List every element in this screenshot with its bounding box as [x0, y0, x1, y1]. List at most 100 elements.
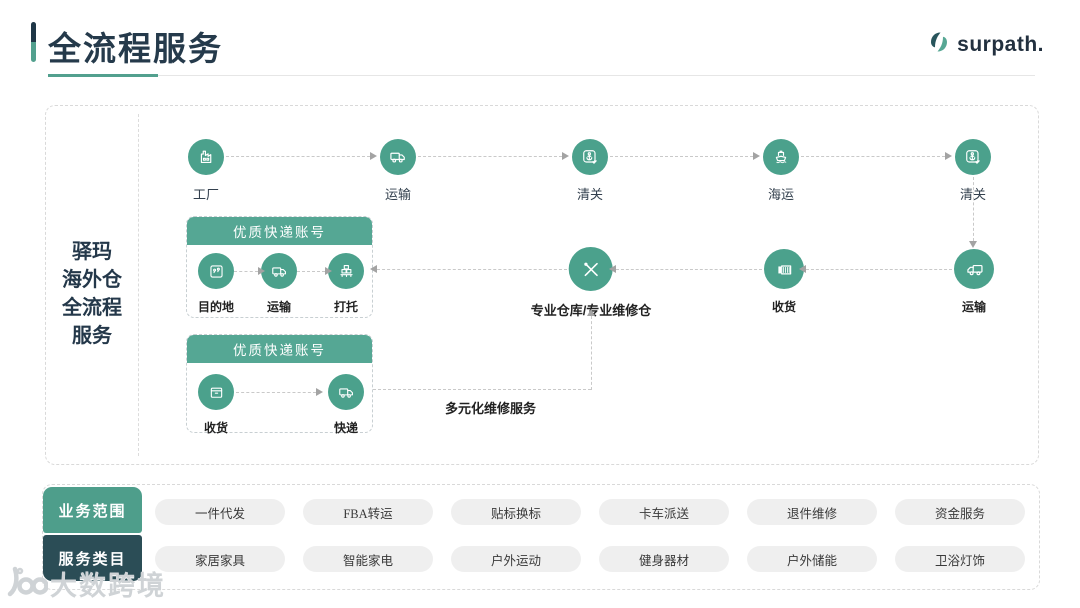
flow-node-transport-1: 运输 [380, 139, 416, 203]
flow-node-transport-2: 运输 [954, 249, 994, 315]
arrow-line [418, 156, 562, 157]
arrowhead-right-icon [325, 267, 332, 275]
arrowhead-left-icon [609, 265, 616, 273]
surpath-logo-icon [927, 30, 951, 59]
parcel-icon [198, 374, 234, 410]
arrow-line [377, 269, 567, 270]
label-line: 服务 [72, 325, 112, 347]
dashu-watermark: 大数跨境 [4, 564, 166, 603]
service-pill: 智能家电 [303, 546, 433, 572]
flow-node-receive-parcel: 收货 [198, 374, 234, 436]
label-line: 驿玛 [72, 241, 112, 263]
arrow-line [973, 177, 974, 241]
service-pill: 卫浴灯饰 [895, 546, 1025, 572]
label-line: 全流程 [62, 297, 122, 319]
pallet-icon [328, 253, 364, 289]
premium-express-header: 优质快递账号 [187, 217, 372, 245]
destination-map-icon [197, 253, 234, 289]
flow-node-factory: 工厂 [188, 139, 224, 203]
arrowhead-left-icon [799, 265, 806, 273]
service-pill: 一件代发 [155, 499, 285, 525]
premium-express-header: 优质快递账号 [187, 335, 372, 363]
arrowhead-right-icon [562, 152, 569, 160]
surpath-logo: surpath. [927, 30, 1044, 59]
panel-divider [138, 114, 139, 456]
flow-node-label: 快递 [333, 421, 358, 435]
flow-node-label: 海运 [767, 187, 794, 202]
arrowhead-right-icon [945, 152, 952, 160]
flow-node-customs-1: 清关 [572, 139, 608, 203]
ship-icon [763, 139, 799, 175]
flow-node-destination: 目的地 [197, 253, 235, 315]
service-pill: 户外储能 [747, 546, 877, 572]
arrow-line [616, 269, 762, 270]
business-scope-row: 一件代发 FBA转运 贴标换标 卡车派送 退件维修 资金服务 [155, 499, 1025, 525]
arrow-line [234, 271, 258, 272]
truck-icon [380, 139, 416, 175]
arrow-line [801, 156, 945, 157]
service-pill: 家居家具 [155, 546, 285, 572]
flow-node-label: 运输 [384, 187, 411, 202]
services-panel: 业务范围 服务类目 一件代发 FBA转运 贴标换标 卡车派送 退件维修 资金服务… [42, 484, 1040, 590]
factory-icon [188, 139, 224, 175]
overseas-warehouse-label: 驿玛 海外仓 全流程 服务 [46, 238, 138, 350]
title-accent-bar [31, 22, 36, 62]
service-pill: 户外运动 [451, 546, 581, 572]
title-underline-accent [48, 74, 158, 77]
label-line: 海外仓 [62, 269, 122, 291]
premium-express-box-1: 优质快递账号 目的地 [186, 216, 373, 318]
business-scope-block: 业务范围 [43, 487, 142, 533]
service-category-block: 服务类目 [43, 535, 142, 581]
flow-node-sea-freight: 海运 [763, 139, 799, 203]
flow-node-label: 工厂 [192, 187, 219, 202]
arrowhead-right-icon [753, 152, 760, 160]
page-title: 全流程服务 [48, 32, 223, 68]
arrowhead-right-icon [370, 152, 377, 160]
truck-icon [261, 253, 297, 289]
flow-node-label: 收货 [771, 300, 796, 314]
arrow-line [806, 269, 952, 270]
arrowhead-up-icon [587, 309, 595, 316]
service-pill: 健身器材 [599, 546, 729, 572]
flow-node-label: 打托 [333, 300, 358, 314]
flow-node-express: 快递 [328, 374, 364, 436]
service-pill: 退件维修 [747, 499, 877, 525]
arrowhead-right-icon [316, 388, 323, 396]
flow-node-box-transport: 运输 [261, 253, 297, 315]
flow-node-customs-2: 清关 [955, 139, 991, 203]
flow-node-label: 清关 [576, 187, 603, 202]
arrowhead-right-icon [258, 267, 265, 275]
arrow-line [373, 389, 591, 390]
surpath-logo-text: surpath. [957, 32, 1044, 56]
container-icon [764, 249, 804, 289]
arrow-line [610, 156, 753, 157]
arrow-line [236, 392, 316, 393]
flow-node-palletize: 打托 [328, 253, 364, 315]
service-pill: FBA转运 [303, 499, 433, 525]
diversified-repair-label: 多元化维修服务 [444, 401, 536, 416]
flow-node-label: 运输 [266, 300, 291, 314]
title-underline [158, 75, 1035, 76]
arrowhead-left-icon [370, 265, 377, 273]
arrow-line [226, 156, 370, 157]
service-pill: 贴标换标 [451, 499, 581, 525]
crossed-tools-icon [569, 247, 613, 291]
flow-node-label: 清关 [959, 187, 986, 202]
arrow-line [297, 271, 325, 272]
truck-left-icon [954, 249, 994, 289]
premium-express-box-2: 优质快递账号 收货 快递 [186, 334, 373, 436]
arrow-line [591, 316, 592, 390]
arrowhead-down-icon [969, 241, 977, 248]
service-pill: 资金服务 [895, 499, 1025, 525]
flow-node-label: 目的地 [197, 300, 235, 314]
customs-anchor-icon [572, 139, 608, 175]
flow-node-label: 运输 [961, 300, 986, 314]
watermark-text: 大数跨境 [50, 571, 166, 601]
dashu-100-logo-icon [4, 565, 49, 602]
customs-anchor-icon [955, 139, 991, 175]
service-pill: 卡车派送 [599, 499, 729, 525]
truck-icon [328, 374, 364, 410]
flow-diagram-panel: 驿玛 海外仓 全流程 服务 工厂 运输 [45, 105, 1039, 465]
service-category-row: 家居家具 智能家电 户外运动 健身器材 户外储能 卫浴灯饰 [155, 546, 1025, 572]
